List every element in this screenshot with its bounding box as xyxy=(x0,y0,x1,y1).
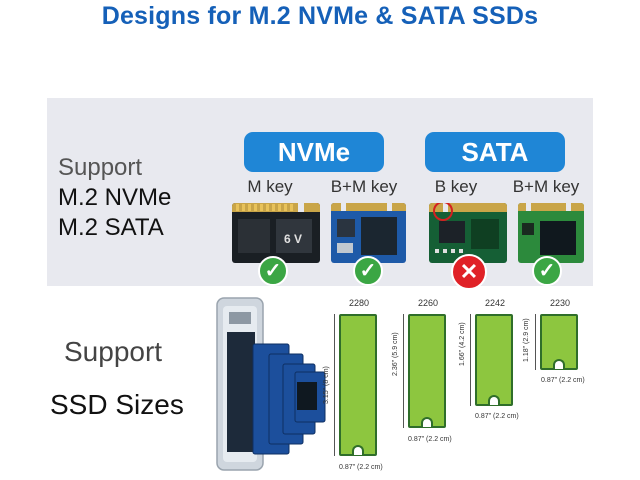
size-2280-width: 0.87" (2.2 cm) xyxy=(339,464,383,471)
nvme-m-key-ssd-image: 6 V xyxy=(232,203,320,263)
size-2260-label: 2260 xyxy=(417,298,439,308)
ssd-sizes-label: SSD Sizes xyxy=(50,389,184,420)
sata-bm-key-ssd-image xyxy=(518,203,584,263)
size-2230-length: 1.18" (2.9 cm) xyxy=(523,318,530,362)
dim-line xyxy=(470,314,480,406)
screw-notch xyxy=(421,417,433,427)
dim-line xyxy=(403,314,413,428)
svg-text:6 V: 6 V xyxy=(284,232,302,246)
dim-line xyxy=(535,314,545,370)
ssd-2230-card xyxy=(540,314,578,370)
key-label-nvme-m: M key xyxy=(247,177,293,196)
sata-b-key-ssd-image xyxy=(429,203,507,263)
size-2260-length: 2.36" (5.9 cm) xyxy=(392,332,399,376)
screw-notch xyxy=(553,359,565,369)
size-2280-label: 2280 xyxy=(348,298,370,308)
sata-b-key-unsupported-icon: ✕ xyxy=(451,254,487,290)
size-2280-length: 3.15" (8 cm) xyxy=(323,366,330,404)
size-2242-width: 0.87" (2.2 cm) xyxy=(475,413,519,420)
sata-tag: SATA xyxy=(425,132,565,172)
banner-title: Designs for M.2 NVMe & SATA SSDs xyxy=(101,2,539,30)
nvme-tag: NVMe xyxy=(244,132,384,172)
enclosure-image xyxy=(216,297,326,471)
dim-line xyxy=(334,314,344,456)
screw-notch xyxy=(352,445,364,455)
support-nvme-label: M.2 NVMe xyxy=(58,184,172,211)
nvme-m-key-supported-icon: ✓ xyxy=(258,256,288,286)
ssd-2260-card xyxy=(408,314,446,428)
support-label: Support xyxy=(58,154,143,181)
size-2260-width: 0.87" (2.2 cm) xyxy=(408,436,452,443)
screw-notch xyxy=(488,395,500,405)
size-2230-width: 0.87" (2.2 cm) xyxy=(541,377,585,384)
key-label-sata-b: B key xyxy=(434,177,478,196)
ssd-2242-card xyxy=(475,314,513,406)
sata-bm-key-supported-icon: ✓ xyxy=(532,256,562,286)
size-2230-label: 2230 xyxy=(549,298,571,308)
size-2242-length: 1.66" (4.2 cm) xyxy=(459,322,466,366)
ssd-2280-card xyxy=(339,314,377,456)
size-2242-label: 2242 xyxy=(484,298,506,308)
support-sata-label: M.2 SATA xyxy=(58,214,164,241)
key-label-nvme-bm: B+M key xyxy=(330,177,398,196)
interface-support-text: Support M.2 NVMe M.2 SATA xyxy=(58,154,171,242)
key-label-sata-bm: B+M key xyxy=(512,177,580,196)
size-support-label: Support xyxy=(64,336,163,367)
nvme-bm-key-ssd-image xyxy=(331,203,406,263)
nvme-bm-key-supported-icon: ✓ xyxy=(353,256,383,286)
